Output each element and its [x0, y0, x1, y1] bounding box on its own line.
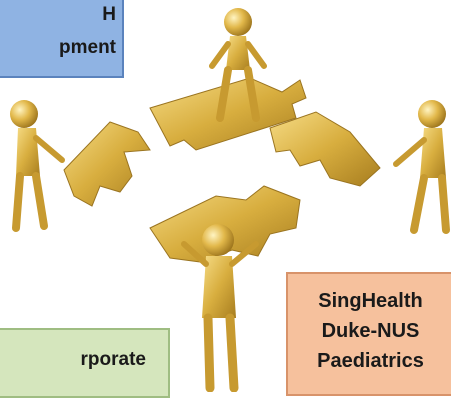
box-text-line: rporate [80, 349, 146, 370]
gold-figure-top [209, 8, 267, 122]
label-box-bottom-left: rporate [0, 328, 170, 398]
arrow-piece-right [269, 111, 381, 187]
box-text-line: pment [59, 37, 116, 58]
box-text-line: SingHealth [318, 290, 423, 312]
arrow-piece-top [149, 77, 307, 151]
gold-figure-bottom [181, 224, 259, 392]
gold-figure-left [10, 100, 65, 232]
arrow-piece-bottom [149, 185, 301, 263]
label-box-bottom-right: SingHealth Duke-NUS Paediatrics [286, 272, 451, 396]
gold-figure-right [393, 100, 450, 234]
box-text-line: Duke-NUS [321, 320, 420, 342]
arrow-piece-left [63, 121, 151, 207]
box-text-line: H [102, 4, 116, 25]
box-text-line: Paediatrics [317, 350, 424, 372]
label-box-top-left: H pment [0, 0, 124, 78]
